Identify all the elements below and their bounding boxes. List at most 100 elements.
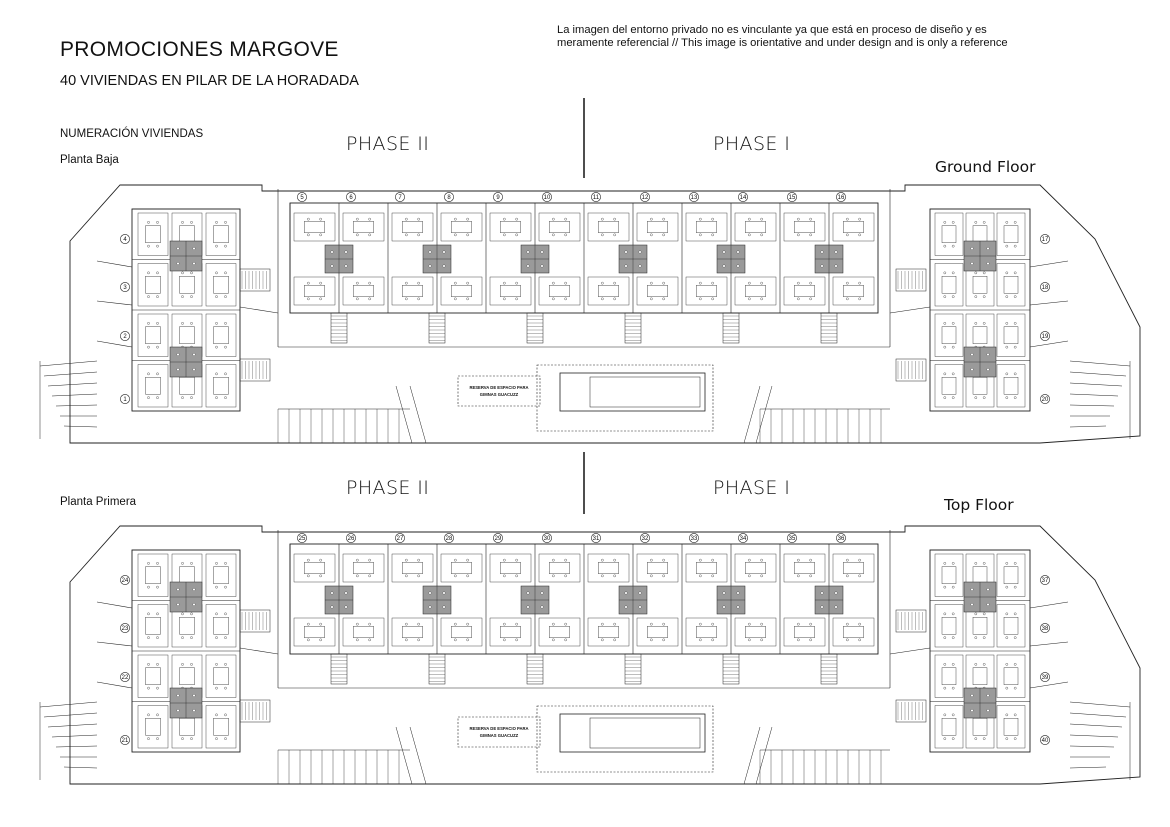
unit-number-36: 36 [838, 536, 845, 542]
unit-number-14: 14 [740, 195, 747, 201]
unit-number-34-marker [738, 533, 748, 543]
unit-number-21: 21 [122, 738, 129, 744]
unit-number-7-marker [395, 192, 405, 202]
unit-number-24-marker [120, 575, 130, 585]
unit-number-18-marker [1040, 282, 1050, 292]
unit-number-35: 35 [789, 536, 796, 542]
right-stair [895, 268, 927, 292]
center-stair [330, 312, 348, 344]
unit-number-11: 11 [593, 195, 600, 201]
unit-number-40-marker [1040, 735, 1050, 745]
center-stair [722, 653, 740, 685]
unit-number-8: 8 [447, 195, 451, 201]
unit-number-32-marker [640, 533, 650, 543]
center-stair [526, 653, 544, 685]
unit-number-2: 2 [123, 334, 127, 340]
unit-number-17: 17 [1042, 237, 1049, 243]
unit-number-26-marker [346, 533, 356, 543]
center-stair [820, 653, 838, 685]
unit-number-26: 26 [348, 536, 355, 542]
page-subtitle: 40 VIVIENDAS EN PILAR DE LA HORADADA [60, 73, 359, 89]
pool-zone [536, 364, 714, 432]
unit-number-40: 40 [1042, 738, 1049, 744]
unit-number-20-marker [1040, 394, 1050, 404]
unit-number-3-marker [120, 282, 130, 292]
unit-number-38: 38 [1042, 626, 1049, 632]
unit-number-24: 24 [122, 578, 129, 584]
unit-number-30-marker [542, 533, 552, 543]
gym-reserve-box [457, 716, 541, 748]
unit-number-25: 25 [299, 536, 306, 542]
right-stair [895, 609, 927, 633]
pool-inner [589, 717, 701, 749]
unit-number-29-marker [493, 533, 503, 543]
unit-number-7: 7 [398, 195, 402, 201]
unit-number-3: 3 [123, 285, 127, 291]
unit-number-16-marker [836, 192, 846, 202]
unit-number-36-marker [836, 533, 846, 543]
unit-number-13: 13 [691, 195, 698, 201]
unit-number-31: 31 [593, 536, 600, 542]
site-boundary [69, 525, 1141, 785]
unit-number-19: 19 [1042, 334, 1049, 340]
center-stair [624, 653, 642, 685]
ground-floor-label-es: Planta Baja [60, 154, 119, 166]
unit-number-28-marker [444, 533, 454, 543]
ground-floor-label-en: Ground Floor [935, 158, 1036, 176]
right-stair-2 [895, 699, 927, 723]
gym-reserve-label-2: GIMNAS GUACUZZ [480, 392, 519, 397]
unit-number-27-marker [395, 533, 405, 543]
center-stair [330, 653, 348, 685]
center-stair [820, 312, 838, 344]
unit-number-6-marker [346, 192, 356, 202]
unit-number-5: 5 [300, 195, 304, 201]
unit-number-9-marker [493, 192, 503, 202]
unit-number-33-marker [689, 533, 699, 543]
unit-number-1-marker [120, 394, 130, 404]
unit-number-35-marker [787, 533, 797, 543]
phase-1-label-top: PHASE I [713, 477, 791, 499]
unit-number-11-marker [591, 192, 601, 202]
unit-number-13-marker [689, 192, 699, 202]
unit-number-23: 23 [122, 626, 129, 632]
unit-number-4-marker [120, 234, 130, 244]
unit-number-39: 39 [1042, 675, 1049, 681]
unit-number-15-marker [787, 192, 797, 202]
unit-number-10: 10 [544, 195, 551, 201]
unit-number-16: 16 [838, 195, 845, 201]
unit-number-5-marker [297, 192, 307, 202]
unit-number-15: 15 [789, 195, 796, 201]
left-stair-2 [239, 358, 271, 382]
unit-number-30: 30 [544, 536, 551, 542]
center-stair [428, 653, 446, 685]
left-stair [239, 268, 271, 292]
unit-number-18: 18 [1042, 285, 1049, 291]
unit-number-37: 37 [1042, 578, 1049, 584]
unit-number-22-marker [120, 672, 130, 682]
unit-number-39-marker [1040, 672, 1050, 682]
pool-inner [589, 376, 701, 408]
phase-1-label-ground: PHASE I [713, 133, 791, 155]
unit-number-21-marker [120, 735, 130, 745]
numbering-label: NUMERACIÓN VIVIENDAS [60, 128, 204, 140]
unit-number-32: 32 [642, 536, 649, 542]
unit-number-17-marker [1040, 234, 1050, 244]
unit-number-33: 33 [691, 536, 698, 542]
unit-number-12: 12 [642, 195, 649, 201]
center-stair [624, 312, 642, 344]
center-stair [722, 312, 740, 344]
unit-number-22: 22 [122, 675, 129, 681]
unit-number-12-marker [640, 192, 650, 202]
unit-number-8-marker [444, 192, 454, 202]
unit-number-1: 1 [123, 397, 127, 403]
gym-reserve-label-1: RESERVA DE ESPACIO PARA [469, 385, 528, 390]
site-boundary [69, 184, 1141, 444]
unit-number-9: 9 [496, 195, 500, 201]
unit-number-10-marker [542, 192, 552, 202]
pool-zone [536, 705, 714, 773]
unit-number-29: 29 [495, 536, 502, 542]
pool [559, 372, 706, 412]
